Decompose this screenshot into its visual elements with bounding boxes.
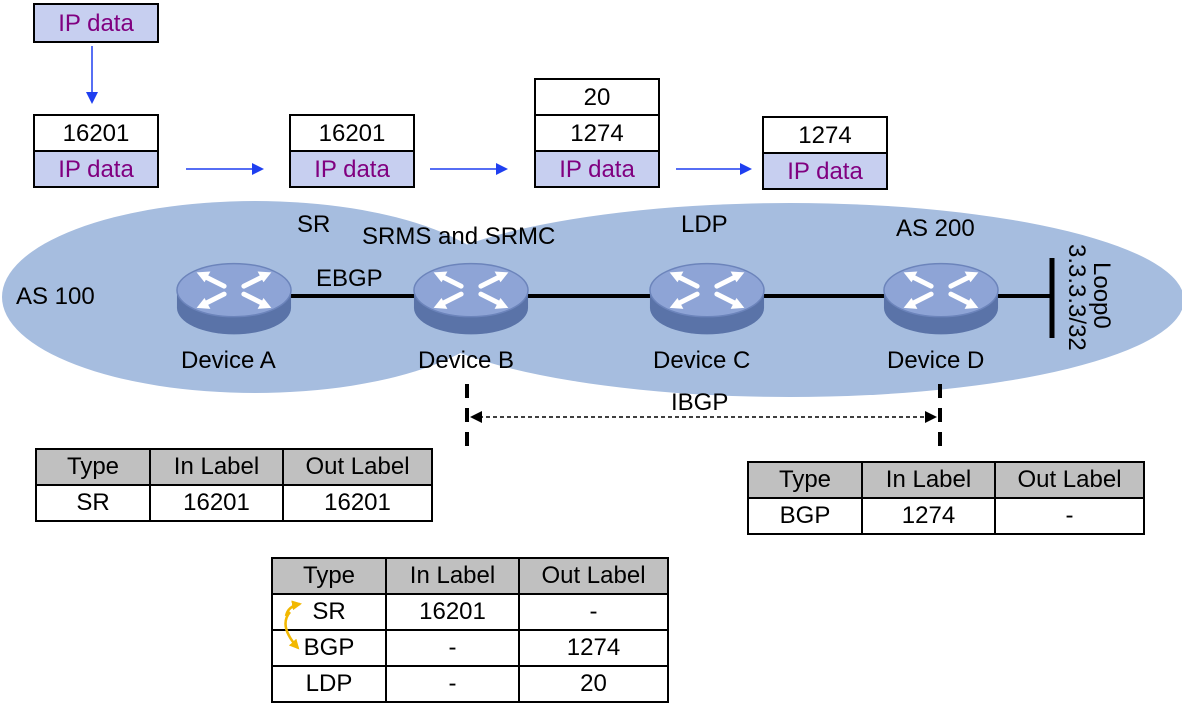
router-icon bbox=[177, 264, 291, 335]
packet-3-inner-label: 1274 bbox=[570, 120, 623, 147]
table-header: Type bbox=[35, 448, 151, 486]
table-header: Type bbox=[271, 557, 387, 595]
loop0-ip-label: 3.3.3.3/32 bbox=[1063, 244, 1090, 351]
table-header: Type bbox=[747, 461, 863, 499]
packet-1: 16201 IP data bbox=[33, 114, 159, 188]
table-header: Out Label bbox=[518, 557, 669, 595]
ebgp-label: EBGP bbox=[316, 265, 383, 292]
table-cell: SR bbox=[35, 484, 151, 522]
table-cell: BGP bbox=[747, 497, 863, 535]
as200-cloud bbox=[396, 203, 1182, 397]
packet-4-ip: IP data bbox=[787, 158, 863, 185]
table-cell: 1274 bbox=[518, 629, 669, 667]
table-cell: SR bbox=[271, 593, 387, 631]
device-d-label: Device D bbox=[887, 347, 984, 374]
table-header: In Label bbox=[149, 448, 284, 486]
router-icon bbox=[414, 264, 528, 335]
table-header: In Label bbox=[385, 557, 520, 595]
table-cell: 1274 bbox=[861, 497, 996, 535]
table-cell: - bbox=[994, 497, 1145, 535]
packet-3: 20 1274 IP data bbox=[534, 78, 660, 188]
source-packet bbox=[33, 3, 159, 43]
table-cell: 20 bbox=[518, 665, 669, 703]
packet-1-ip: IP data bbox=[58, 156, 134, 183]
table-cell: - bbox=[385, 665, 520, 703]
table-cell: 16201 bbox=[385, 593, 520, 631]
router-icon bbox=[650, 264, 764, 335]
device-a-label-table: Type In Label Out Label SR 16201 16201 bbox=[35, 448, 433, 522]
table-cell: - bbox=[518, 593, 669, 631]
srms-srmc-label: SRMS and SRMC bbox=[362, 223, 555, 250]
device-d-label-table: Type In Label Out Label BGP 1274 - bbox=[747, 461, 1145, 535]
packet-2-label: 16201 bbox=[319, 120, 386, 147]
packet-2: 16201 IP data bbox=[289, 114, 415, 188]
source-packet-text: IP data bbox=[58, 10, 134, 37]
as100-label: AS 100 bbox=[16, 283, 95, 310]
table-cell: 16201 bbox=[282, 484, 433, 522]
sr-label: SR bbox=[297, 211, 330, 238]
packet-4-label: 1274 bbox=[798, 122, 851, 149]
packet-3-outer-label: 20 bbox=[584, 84, 611, 111]
label-stitch-icon bbox=[284, 600, 302, 650]
ibgp-label: IBGP bbox=[671, 389, 728, 416]
device-c-label: Device C bbox=[653, 347, 750, 374]
table-header: In Label bbox=[861, 461, 996, 499]
table-cell: LDP bbox=[271, 665, 387, 703]
table-header: Out Label bbox=[994, 461, 1145, 499]
loop0-label: Loop0 bbox=[1088, 262, 1115, 329]
table-cell: - bbox=[385, 629, 520, 667]
router-icon bbox=[884, 264, 998, 335]
table-cell: 16201 bbox=[149, 484, 284, 522]
device-b-label: Device B bbox=[418, 347, 514, 374]
ldp-label: LDP bbox=[681, 211, 728, 238]
as200-label: AS 200 bbox=[896, 215, 975, 242]
packet-1-label: 16201 bbox=[63, 120, 130, 147]
packet-3-ip: IP data bbox=[559, 156, 635, 183]
device-b-label-table: Type In Label Out Label SR 16201 - BGP -… bbox=[271, 557, 669, 703]
packet-2-ip: IP data bbox=[314, 156, 390, 183]
device-a-label: Device A bbox=[181, 347, 276, 374]
packet-4: 1274 IP data bbox=[762, 116, 888, 190]
table-header: Out Label bbox=[282, 448, 433, 486]
